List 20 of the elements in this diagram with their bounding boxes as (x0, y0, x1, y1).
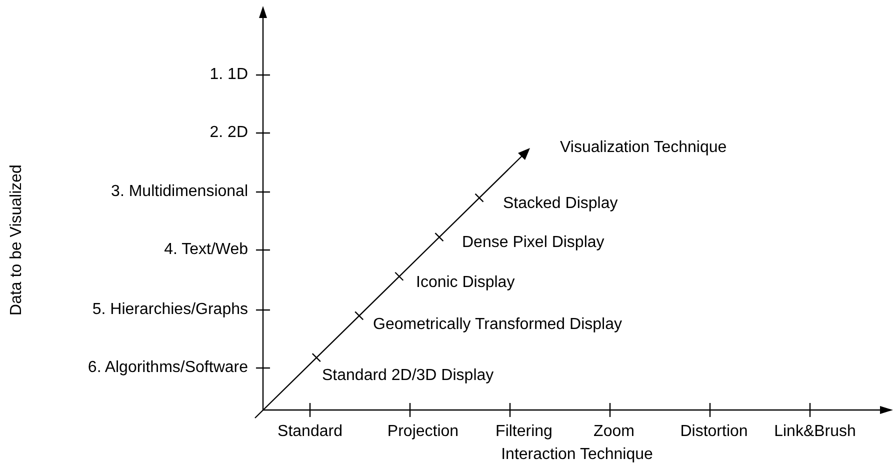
axis-title: Data to be Visualized (7, 164, 26, 316)
axis-tick-label: Filtering (496, 422, 552, 442)
axis-tick-label: Geometrically Transformed Display (373, 315, 622, 335)
axis-title: Interaction Technique (501, 445, 653, 465)
axis-tick-label: Link&Brush (774, 422, 856, 442)
axis-tick-label: 5. Hierarchies/Graphs (92, 300, 248, 320)
axis-tick-label: 1. 1D (210, 65, 248, 85)
axis-tick-label: 3. Multidimensional (111, 182, 248, 202)
axis-tick-label: 6. Algorithms/Software (88, 358, 248, 378)
axis-title: Visualization Technique (560, 138, 727, 158)
axis-tick-label: Distortion (680, 422, 748, 442)
axis-tick-label: 2. 2D (210, 123, 248, 143)
axis-tick-label: Standard 2D/3D Display (322, 366, 494, 386)
axis-tick-label: Stacked Display (503, 194, 618, 214)
axis-tick-label: Dense Pixel Display (462, 233, 604, 253)
axis-tick-label: Standard (278, 422, 342, 442)
axis-tick-label: Zoom (594, 422, 634, 442)
axis-tick-label: 4. Text/Web (164, 240, 248, 260)
axis-tick-label: Projection (387, 422, 459, 442)
axis-tick-label: Iconic Display (416, 273, 515, 293)
